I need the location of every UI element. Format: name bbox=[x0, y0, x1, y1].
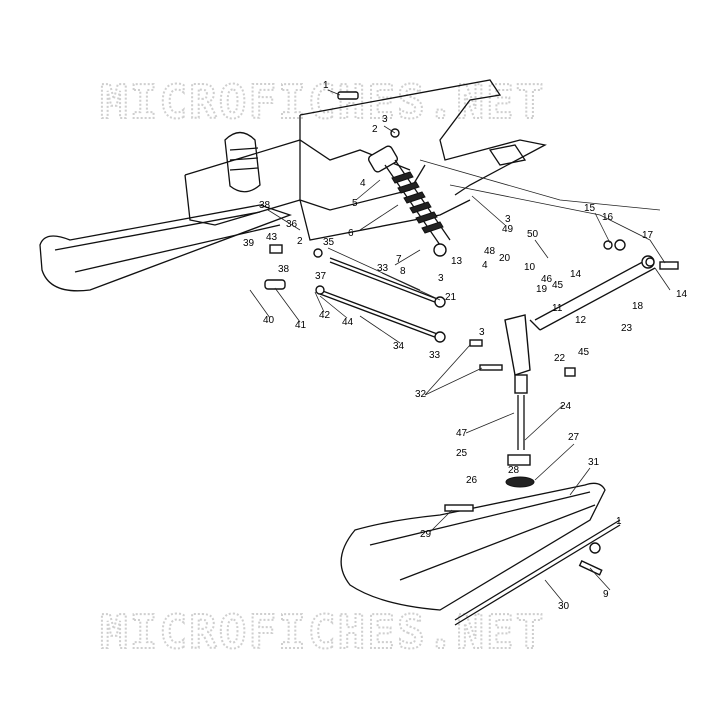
callout-2: 2 bbox=[297, 236, 303, 247]
callout-35: 35 bbox=[323, 237, 335, 248]
callout-1: 1 bbox=[616, 516, 622, 527]
callout-44: 44 bbox=[342, 317, 354, 328]
callout-25: 25 bbox=[456, 448, 468, 459]
leader-lines bbox=[249, 89, 671, 603]
callout-45: 45 bbox=[552, 280, 564, 291]
callout-15: 15 bbox=[584, 203, 596, 214]
callout-37: 37 bbox=[315, 271, 327, 282]
callout-5: 5 bbox=[352, 198, 358, 209]
callout-47: 47 bbox=[456, 428, 468, 439]
callout-39: 39 bbox=[243, 238, 255, 249]
callout-14: 14 bbox=[570, 269, 582, 280]
callout-4: 4 bbox=[482, 260, 488, 271]
callout-2: 2 bbox=[372, 124, 378, 135]
callout-11: 11 bbox=[552, 303, 563, 314]
callout-40: 40 bbox=[263, 315, 275, 326]
callout-31: 31 bbox=[588, 457, 600, 468]
callout-48: 48 bbox=[484, 246, 496, 257]
callout-3: 3 bbox=[382, 114, 388, 125]
spindle bbox=[504, 314, 531, 466]
radius-rods bbox=[319, 257, 446, 343]
callout-12: 12 bbox=[575, 315, 587, 326]
rear-ski bbox=[39, 204, 292, 292]
callout-33: 33 bbox=[377, 263, 389, 274]
chassis-frame bbox=[184, 79, 661, 241]
callout-24: 24 bbox=[560, 401, 572, 412]
shock-absorber bbox=[368, 145, 451, 257]
callout-21: 21 bbox=[445, 292, 457, 303]
callout-38: 38 bbox=[278, 264, 290, 275]
callout-20: 20 bbox=[499, 253, 511, 264]
callout-32: 32 bbox=[415, 389, 427, 400]
trailing-arm bbox=[529, 239, 656, 331]
callout-10: 10 bbox=[524, 262, 536, 273]
callout-27: 27 bbox=[568, 432, 580, 443]
callout-28: 28 bbox=[508, 465, 520, 476]
callout-1: 1 bbox=[323, 80, 329, 91]
callout-30: 30 bbox=[558, 601, 570, 612]
callout-42: 42 bbox=[319, 310, 331, 321]
callout-14: 14 bbox=[676, 289, 688, 300]
callout-17: 17 bbox=[642, 230, 654, 241]
front-ski bbox=[340, 476, 621, 626]
callout-8: 8 bbox=[400, 266, 406, 277]
callout-22: 22 bbox=[554, 353, 566, 364]
callout-50: 50 bbox=[527, 229, 539, 240]
hardware bbox=[264, 91, 679, 576]
callout-labels: 1 2 3 4 5 6 3 49 50 15 16 17 14 14 7 8 4… bbox=[243, 80, 688, 612]
callout-34: 34 bbox=[393, 341, 405, 352]
callout-16: 16 bbox=[602, 212, 614, 223]
callout-4: 4 bbox=[360, 178, 366, 189]
callout-3: 3 bbox=[438, 273, 444, 284]
callout-18: 18 bbox=[632, 301, 644, 312]
callout-33: 33 bbox=[429, 350, 441, 361]
callout-9: 9 bbox=[603, 589, 609, 600]
callout-13: 13 bbox=[451, 256, 463, 267]
callout-41: 41 bbox=[295, 320, 307, 331]
callout-43: 43 bbox=[266, 232, 278, 243]
callout-3: 3 bbox=[479, 327, 485, 338]
callout-26: 26 bbox=[466, 475, 478, 486]
callout-49: 49 bbox=[502, 224, 514, 235]
callout-38: 38 bbox=[259, 200, 271, 211]
callout-6: 6 bbox=[348, 228, 354, 239]
callout-7: 7 bbox=[396, 254, 402, 265]
callout-45: 45 bbox=[578, 347, 590, 358]
callout-3: 3 bbox=[505, 214, 511, 225]
callout-29: 29 bbox=[420, 529, 432, 540]
callout-23: 23 bbox=[621, 323, 633, 334]
watermark-bottom: MICROFICHES.NET bbox=[100, 605, 545, 659]
callout-19: 19 bbox=[536, 284, 548, 295]
callout-46: 46 bbox=[541, 274, 553, 285]
